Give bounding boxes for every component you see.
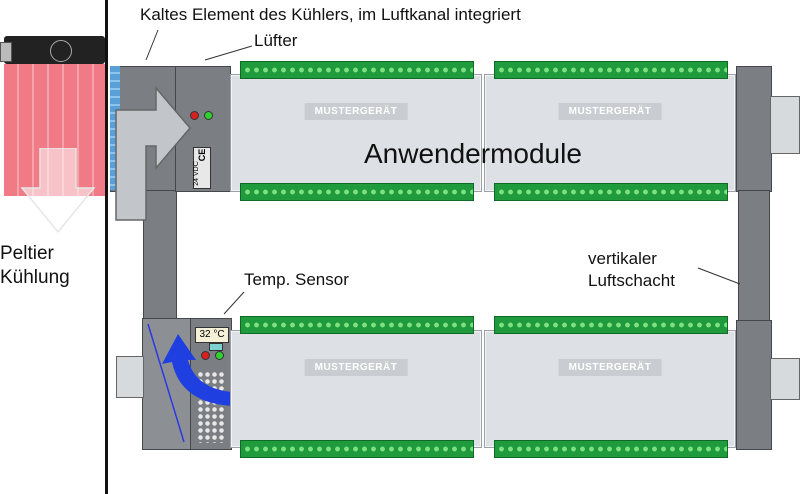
peltier-down-arrow-icon [20,148,96,234]
terminal-strip-bottom-right-upper [494,316,728,334]
label-vertical-shaft-line2: Luftschacht [588,271,675,290]
label-peltier: Peltier Kühlung [0,242,70,290]
sensor-display-value: 32 °C [199,329,225,340]
module-tag: MUSTERGERÄT [304,359,408,376]
air-flow-arrow-blue-icon [162,334,252,407]
label-vertical-shaft: vertikaler Luftschacht [588,248,675,292]
sensor-display: 32 °C [195,327,229,343]
module-tag: MUSTERGERÄT [558,359,662,376]
label-user-modules: Anwendermodule [364,138,582,169]
fan-logo-icon [50,40,72,62]
label-peltier-line2: Kühlung [0,267,70,288]
label-temp-sensor: Temp. Sensor [244,270,349,289]
label-vertical-shaft-line1: vertikaler [588,249,657,268]
label-peltier-line1: Peltier [0,243,54,264]
peltier-connector-icon [0,42,12,62]
terminal-strip-bottom-left-lower [240,440,474,458]
fan-green-led [204,111,213,120]
terminal-strip-top-right-lower [494,183,728,201]
label-fan: Lüfter [254,31,298,50]
lower-duct-diagonal [147,323,185,443]
fan-red-led [190,111,199,120]
peltier-cooler [0,36,105,234]
terminal-strip-bottom-right-lower [494,440,728,458]
fan-label-plate: CE 24 VDC [193,147,211,189]
terminal-strip-bottom-left-upper [240,316,474,334]
wall-divider-line [105,0,108,494]
module-bottom-right: MUSTERGERÄT [484,330,736,448]
module-top-left: MUSTERGERÄT [230,74,482,192]
module-tag: MUSTERGERÄT [558,103,662,120]
module-top-right: MUSTERGERÄT [484,74,736,192]
terminal-strip-top-left-lower [240,183,474,201]
module-tag: MUSTERGERÄT [304,103,408,120]
sensor-green-led [215,351,224,360]
label-cold-element: Kaltes Element des Kühlers, im Luftkanal… [140,5,521,24]
air-duct-vertical [143,190,177,322]
din-rail-left-bottom [116,356,144,398]
vertical-air-shaft-upper [736,66,772,192]
terminal-strip-top-left-upper [240,61,474,79]
terminal-strip-top-right-upper [494,61,728,79]
module-bottom-left: MUSTERGERÄT [230,330,482,448]
sensor-indicator [209,343,223,351]
air-flow-arrow-gray-icon [115,85,191,221]
sensor-red-led [201,351,210,360]
cold-element-blue [110,66,120,190]
vertical-air-shaft-middle [738,190,770,322]
